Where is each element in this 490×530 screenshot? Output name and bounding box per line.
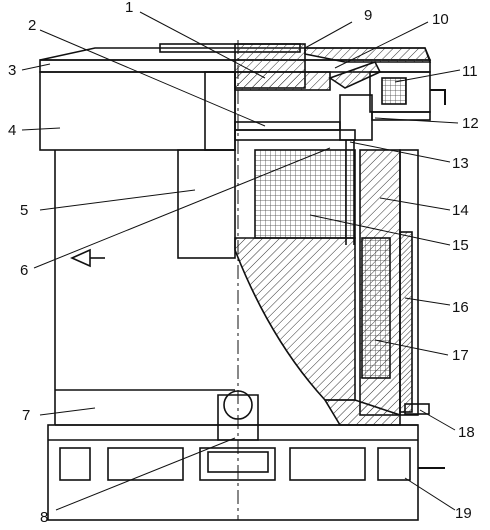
callout-11: 11 <box>462 63 478 80</box>
callout-13: 13 <box>452 155 469 172</box>
leader-14 <box>379 197 451 211</box>
base-window-4 <box>289 447 366 481</box>
leader-11 <box>394 69 461 83</box>
leader-10 <box>334 21 429 69</box>
base-window-1 <box>59 447 91 481</box>
callout-6: 6 <box>20 262 28 279</box>
fitting-18 <box>404 403 430 415</box>
leader-2 <box>39 29 266 127</box>
fitting-6 <box>70 248 91 268</box>
leader-lines <box>21 11 461 511</box>
plate-2 <box>234 121 341 131</box>
leader-18 <box>419 409 456 431</box>
callout-3: 3 <box>8 62 16 79</box>
leader-8 <box>55 437 236 511</box>
callout-15: 15 <box>452 237 469 254</box>
sensor-coil <box>381 77 407 105</box>
leader-16 <box>404 297 451 306</box>
base-window-5 <box>377 447 411 481</box>
callout-9: 9 <box>364 7 372 24</box>
callout-10: 10 <box>432 11 449 28</box>
inner-block-5 <box>177 149 236 259</box>
leader-1 <box>139 11 266 79</box>
callout-17: 17 <box>452 347 469 364</box>
leader-5 <box>39 189 196 211</box>
callout-1: 1 <box>125 0 133 16</box>
block-12 <box>339 94 373 141</box>
callout-18: 18 <box>458 424 475 441</box>
callout-8: 8 <box>40 509 48 526</box>
base-window-2 <box>107 447 184 481</box>
rotor-core-15 <box>254 149 356 239</box>
bearing-ring <box>234 129 356 141</box>
callout-19: 19 <box>455 505 472 522</box>
leader-17 <box>374 339 449 356</box>
leader-9 <box>304 21 353 49</box>
leader-4 <box>21 127 61 131</box>
leader-15 <box>309 214 451 246</box>
top-cover-10 <box>304 47 432 63</box>
cable-11 <box>430 89 446 105</box>
leader-3 <box>21 63 51 71</box>
leader-12 <box>374 117 459 124</box>
callout-4: 4 <box>8 122 16 139</box>
bottom-bevel <box>323 399 401 426</box>
callout-12: 12 <box>462 115 479 132</box>
leader-19 <box>404 477 456 511</box>
callout-7: 7 <box>22 407 30 424</box>
lower-hatched-rotor <box>234 237 356 401</box>
wedge-piece <box>328 61 382 89</box>
inner-rotor-hub <box>234 71 331 91</box>
strip-16 <box>399 231 413 413</box>
callout-14: 14 <box>452 202 469 219</box>
leader-13 <box>349 141 451 163</box>
callout-5: 5 <box>20 202 28 219</box>
callout-16: 16 <box>452 299 469 316</box>
leader-7 <box>39 407 96 416</box>
leader-6 <box>33 147 331 269</box>
clamp-8-bracket <box>217 394 259 441</box>
base-19 <box>47 424 419 521</box>
callout-2: 2 <box>28 17 36 34</box>
winding-17 <box>361 237 391 379</box>
